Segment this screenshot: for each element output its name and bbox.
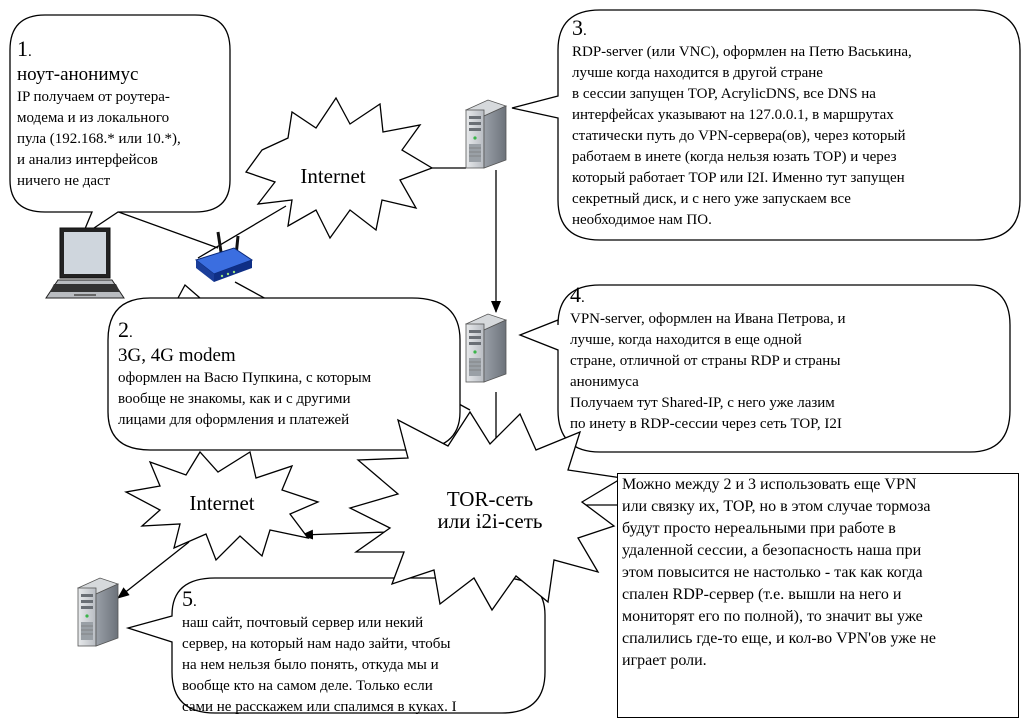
callout-5-line: сервер, на который нам надо зайти, чтобы [182,636,451,652]
callout-5-line: наш сайт, почтовый сервер или некий [182,615,424,631]
callout-5-line: на нем нельзя было понять, откуда мы и [182,657,439,673]
callout-2-line: лицами для оформления и платежей [118,412,350,428]
note-line: Можно между 2 и 3 использовать еще VPN [622,476,917,493]
callout-2: 2. 3G, 4G modem оформлен на Васю Пупкина… [118,318,458,431]
callout-2-title: 3G, 4G modem [118,345,236,366]
callout-3-dot: . [583,23,587,39]
tor-network-label: TOR-сеть или i2i-сеть [420,488,560,532]
callout-4-line: стране, отличной от страны RDP и страны [570,353,841,369]
callout-1-line: модема и из локального [17,110,170,126]
callout-3-line: RDP-server (или VNC), оформлен на Петю В… [572,44,912,60]
callout-3-line: лучше когда находится в другой стране [572,65,823,81]
callout-2-line: оформлен на Васю Пупкина, с которым [118,370,372,386]
router-icon [194,231,254,282]
callout-4-number: 4 [570,282,581,307]
callout-3-line: статически путь до VPN-сервера(ов), чере… [572,128,906,144]
internet-top-label: Internet [300,164,366,188]
callout-5-number: 5 [182,586,193,611]
callout-3-line: который работает TOP или I2I. Именно тут… [572,170,905,186]
callout-1-dot: . [28,44,32,60]
internet-bottom-label: Internet [189,491,255,515]
callout-1-line: и анализ интерфейсов [17,152,158,168]
callout-4-bubble [518,284,1011,453]
callout-3-number: 3 [572,15,583,40]
callout-2-bubble [107,283,461,451]
server-icon [77,577,119,647]
callout-1-title: ноут-анонимус [17,64,139,85]
callout-2-dot: . [129,325,133,341]
laptop-icon [45,227,125,299]
callout-5-line: вообще кто на самом деле. Только если [182,678,433,694]
callout-1-number: 1 [17,36,28,61]
tor-network-label-line-1: TOR-сеть [446,487,534,511]
server-icon [465,313,507,383]
callout-4-line: Получаем тут Shared-IP, с него уже лазим [570,395,835,411]
note-line: мониторят его по полной), то значит вы у… [622,608,923,625]
callout-1-line: ничего не даст [17,173,111,189]
callout-1-line: пула (192.168.* или 10.*), [17,131,181,147]
callout-2-number: 2 [118,317,129,342]
callout-5-dot: . [193,594,197,610]
callout-3-line: в сессии запущен TOP, AcrylicDNS, все DN… [572,86,876,102]
callout-3-line: работаем в инете (когда нельзя юзать TOP… [572,149,897,165]
callout-3: 3. RDP-server (или VNC), оформлен на Пет… [572,16,1012,231]
callout-4-line: анонимуса [570,374,639,390]
callout-5: 5. наш сайт, почтовый сервер или некий с… [182,587,542,718]
callout-4-line: лучше, когда находится в еще одной [570,332,802,348]
note-line: этом повысится не настолько - так как ко… [622,564,923,581]
server-icon [465,99,507,169]
note-box: Можно между 2 и 3 использовать еще VPN и… [617,473,1019,718]
callout-3-line: секретный диск, и с него уже запускаем в… [572,191,851,207]
callout-4-line: VPN-server, оформлен на Ивана Петрова, и [570,311,846,327]
callout-3-bubble [511,9,1021,241]
note-line: играет роли. [622,652,707,669]
internet-bottom-cloud [124,450,320,562]
internet-top-cloud [244,96,434,240]
note-line: спалились где-то еще, и кол-во VPN'ов уж… [622,630,936,647]
note-line: спален RDP-сервер (т.е. вышли на него и [622,586,902,603]
note-line: удаленной сессии, а безопасность наша пр… [622,542,922,559]
tor-network-cloud [348,410,624,612]
callout-2-line: вообще не знакомы, как и с другими [118,391,351,407]
callout-1-line: IP получаем от роутера- [17,89,170,105]
callout-3-line: необходимое нам ПО. [572,212,712,228]
callout-1: 1. ноут-анонимус IP получаем от роутера-… [17,37,227,192]
callout-4-dot: . [581,290,585,306]
note-line: или связку их, TOP, но в этом случае тор… [622,498,931,515]
callout-4-line: по инету в RDP-сессии через сеть TOP, I2… [570,416,842,432]
callout-4: 4. VPN-server, оформлен на Ивана Петрова… [570,283,1002,435]
callout-3-line: интерфейсах указывают на 127.0.0.1, в ма… [572,107,894,123]
callout-5-line: сами не расскажем или спалимся в куках. … [182,699,457,715]
note-line: будут просто нереальными при работе в [622,520,896,537]
tor-network-label-line-2: или i2i-сеть [437,509,543,533]
